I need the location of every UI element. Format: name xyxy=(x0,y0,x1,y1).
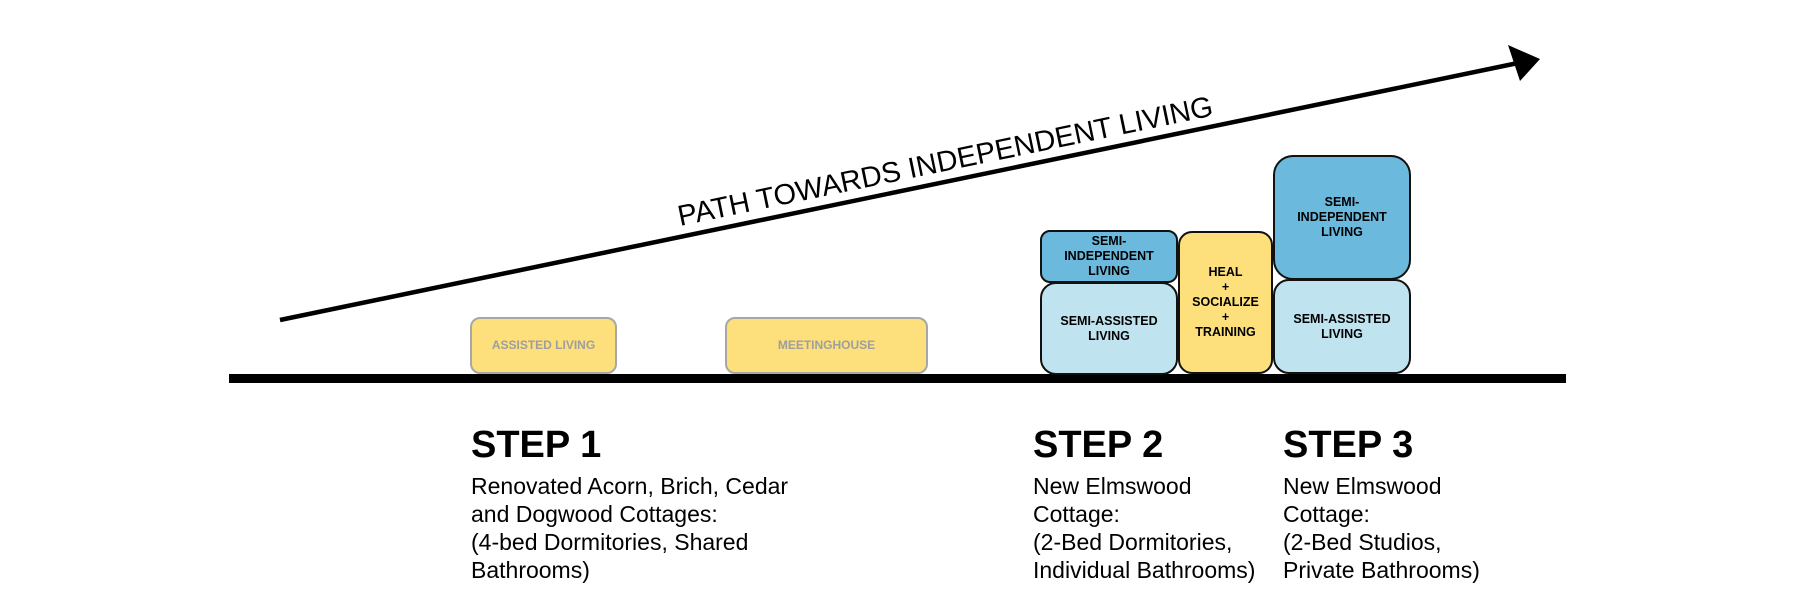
step3-semi-assisted-box: SEMI-ASSISTED LIVING xyxy=(1273,279,1411,374)
step2-semi-independent-box: SEMI- INDEPENDENT LIVING xyxy=(1040,230,1178,283)
path-arrow-head xyxy=(1508,45,1540,81)
step-3: STEP 3 New Elmswood Cottage: (2-Bed Stud… xyxy=(1283,424,1480,584)
heal-socialize-training-box: HEAL + SOCIALIZE + TRAINING xyxy=(1178,231,1273,374)
step-1-description: Renovated Acorn, Brich, Cedar and Dogwoo… xyxy=(471,473,789,583)
meetinghouse-box: MEETINGHOUSE xyxy=(725,317,928,374)
step-2-title: STEP 2 xyxy=(1033,424,1164,466)
path-arrow-line xyxy=(279,60,1519,323)
path-label: PATH TOWARDS INDEPENDENT LIVING xyxy=(675,91,1216,233)
step-2-description: New Elmswood Cottage: (2-Bed Dormitories… xyxy=(1033,473,1256,583)
assisted-living-box: ASSISTED LIVING xyxy=(470,317,617,374)
step3-semi-independent-box: SEMI- INDEPENDENT LIVING xyxy=(1273,155,1411,280)
step-3-description: New Elmswood Cottage: (2-Bed Studios, Pr… xyxy=(1283,473,1480,583)
step2-semi-assisted-box: SEMI-ASSISTED LIVING xyxy=(1040,282,1178,375)
step-3-title: STEP 3 xyxy=(1283,424,1414,466)
step-2: STEP 2 New Elmswood Cottage: (2-Bed Dorm… xyxy=(1033,424,1255,584)
step-1: STEP 1 Renovated Acorn, Brich, Cedar and… xyxy=(471,424,788,584)
ground-line xyxy=(229,374,1566,383)
step-1-title: STEP 1 xyxy=(471,424,602,466)
